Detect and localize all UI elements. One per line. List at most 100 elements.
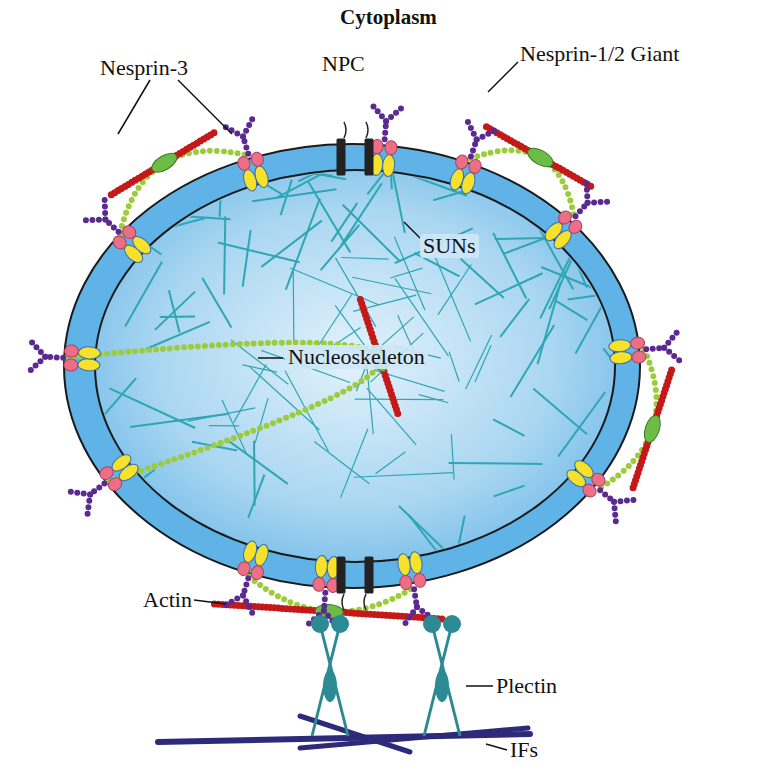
nesprin-giant: [111, 131, 249, 233]
nucleoskeleton-filament: [408, 154, 492, 198]
protein-label: SUNs: [420, 234, 479, 258]
nucleoskeleton-filament: [286, 198, 320, 289]
plectin-head: [311, 615, 329, 633]
filament-label: Actin: [143, 588, 192, 612]
nucleoskeleton-filament: [335, 258, 375, 327]
nucleoskeleton-filament: [355, 399, 444, 401]
nucleoskeleton-filament: [242, 365, 277, 372]
nesprin-3-chain: [243, 596, 252, 613]
outer-nuclear-membrane: [64, 144, 640, 588]
structure-label: Nucleoskeleton: [285, 345, 428, 369]
plectin-dimer: [311, 615, 349, 736]
nucleoskeleton-filament: [576, 292, 610, 353]
nesprin-3-chain: [664, 332, 677, 347]
nucleoskeleton-filament: [555, 300, 588, 320]
nucleoskeleton-filament: [451, 434, 454, 480]
nesprin-giant: [470, 127, 594, 218]
nesprin-3-chain: [373, 106, 386, 121]
npc-filament: [364, 594, 366, 610]
nucleoskeleton-filament: [209, 425, 239, 427]
nesprin-3-chain: [614, 500, 634, 502]
actin-filament: [111, 131, 217, 195]
nucleoskeleton-filament: [227, 440, 287, 484]
inner-nuclear-membrane: [95, 170, 615, 562]
leader-lines: [118, 62, 518, 750]
nucleoskeleton-filament: [252, 189, 336, 201]
kash-domain: [120, 223, 138, 241]
sun-protein: [241, 539, 259, 564]
nucleoskeleton-filament: [160, 315, 195, 318]
nucleoskeleton-filament: [277, 151, 365, 197]
nucleoskeleton-filament: [367, 137, 412, 194]
linc-complex: [309, 555, 340, 626]
nucleoskeleton-filament: [435, 256, 471, 341]
nucleoskeleton-filament: [243, 230, 251, 287]
plectin-head: [443, 615, 461, 633]
npc-pore: [338, 140, 344, 174]
nucleoskeleton-filament: [449, 352, 459, 382]
nucleoskeleton-filament: [568, 293, 617, 300]
nucleoskeleton-filament: [281, 180, 292, 215]
plectin-dimer: [423, 615, 461, 736]
nucleoskeleton-filament: [255, 398, 268, 442]
kash-domain: [454, 153, 470, 170]
actin-filament: [633, 370, 672, 488]
kash-domain: [236, 560, 252, 577]
sun-protein: [382, 154, 396, 177]
linc-complex: [564, 457, 634, 521]
kash-domain: [312, 577, 325, 592]
kash-domain: [399, 575, 413, 591]
linc-complex: [396, 551, 433, 623]
protein-label: Nesprin-3: [100, 56, 188, 80]
nucleoskeleton-filament: [461, 259, 504, 298]
linc-complex: [226, 119, 271, 193]
nucleoskeleton-filament: [419, 395, 449, 403]
protein-label: Plectin: [496, 674, 557, 698]
nucleoskeleton-filament: [290, 268, 379, 305]
nesprin-giant-chain: [120, 151, 249, 233]
linc-complex: [71, 451, 142, 514]
kash-domain: [566, 218, 584, 236]
nucleoskeleton-filament: [248, 475, 264, 518]
sun-protein: [408, 551, 423, 575]
nucleoskeleton-filament: [533, 388, 587, 434]
sun-protein: [78, 346, 101, 359]
nucleoskeleton-filament: [558, 392, 605, 457]
nucleoskeleton-filament: [224, 216, 225, 294]
kash-domain: [64, 359, 79, 372]
nucleoskeleton-filament: [540, 255, 571, 318]
npc-filament: [342, 594, 344, 610]
kash-domain: [250, 151, 266, 168]
sun-protein: [78, 358, 101, 371]
actin-binding-domain: [149, 150, 180, 176]
nucleoskeleton-filament: [399, 506, 444, 549]
kash-domain: [385, 140, 398, 155]
nucleoskeleton-filament: [449, 462, 543, 465]
nucleoskeleton-filament: [130, 414, 227, 427]
linc-complex: [542, 183, 607, 252]
npc-pore: [338, 558, 344, 592]
nesprin-3-chain: [31, 357, 46, 370]
nucleoskeleton-filament: [162, 218, 205, 229]
kash-domain: [250, 564, 266, 581]
nucleoskeleton-filament: [493, 419, 524, 435]
nucleoskeleton-filament: [449, 515, 465, 591]
sun-protein: [315, 555, 329, 578]
nucleoskeleton-filament: [138, 213, 231, 219]
nucleoskeleton-filament: [220, 175, 222, 217]
nucleoskeleton-filament: [93, 378, 136, 428]
nucleoskeleton-filament: [249, 366, 319, 430]
nucleoskeleton-filament: [341, 257, 388, 259]
linc-complex: [608, 332, 679, 364]
protein-label: Nesprin-1/2 Giant: [520, 42, 679, 66]
nucleoskeleton-filament: [293, 272, 295, 341]
nucleoskeleton-filament: [321, 225, 360, 270]
nucleoskeleton-filament: [354, 473, 453, 478]
nesprin-3-chain: [587, 183, 588, 203]
nucleoskeleton-filament: [352, 277, 431, 294]
kash-domain: [630, 337, 645, 350]
kash-domain: [580, 481, 598, 499]
nucleoskeleton-filament: [331, 203, 357, 242]
nesprin-3-chain: [88, 494, 91, 514]
